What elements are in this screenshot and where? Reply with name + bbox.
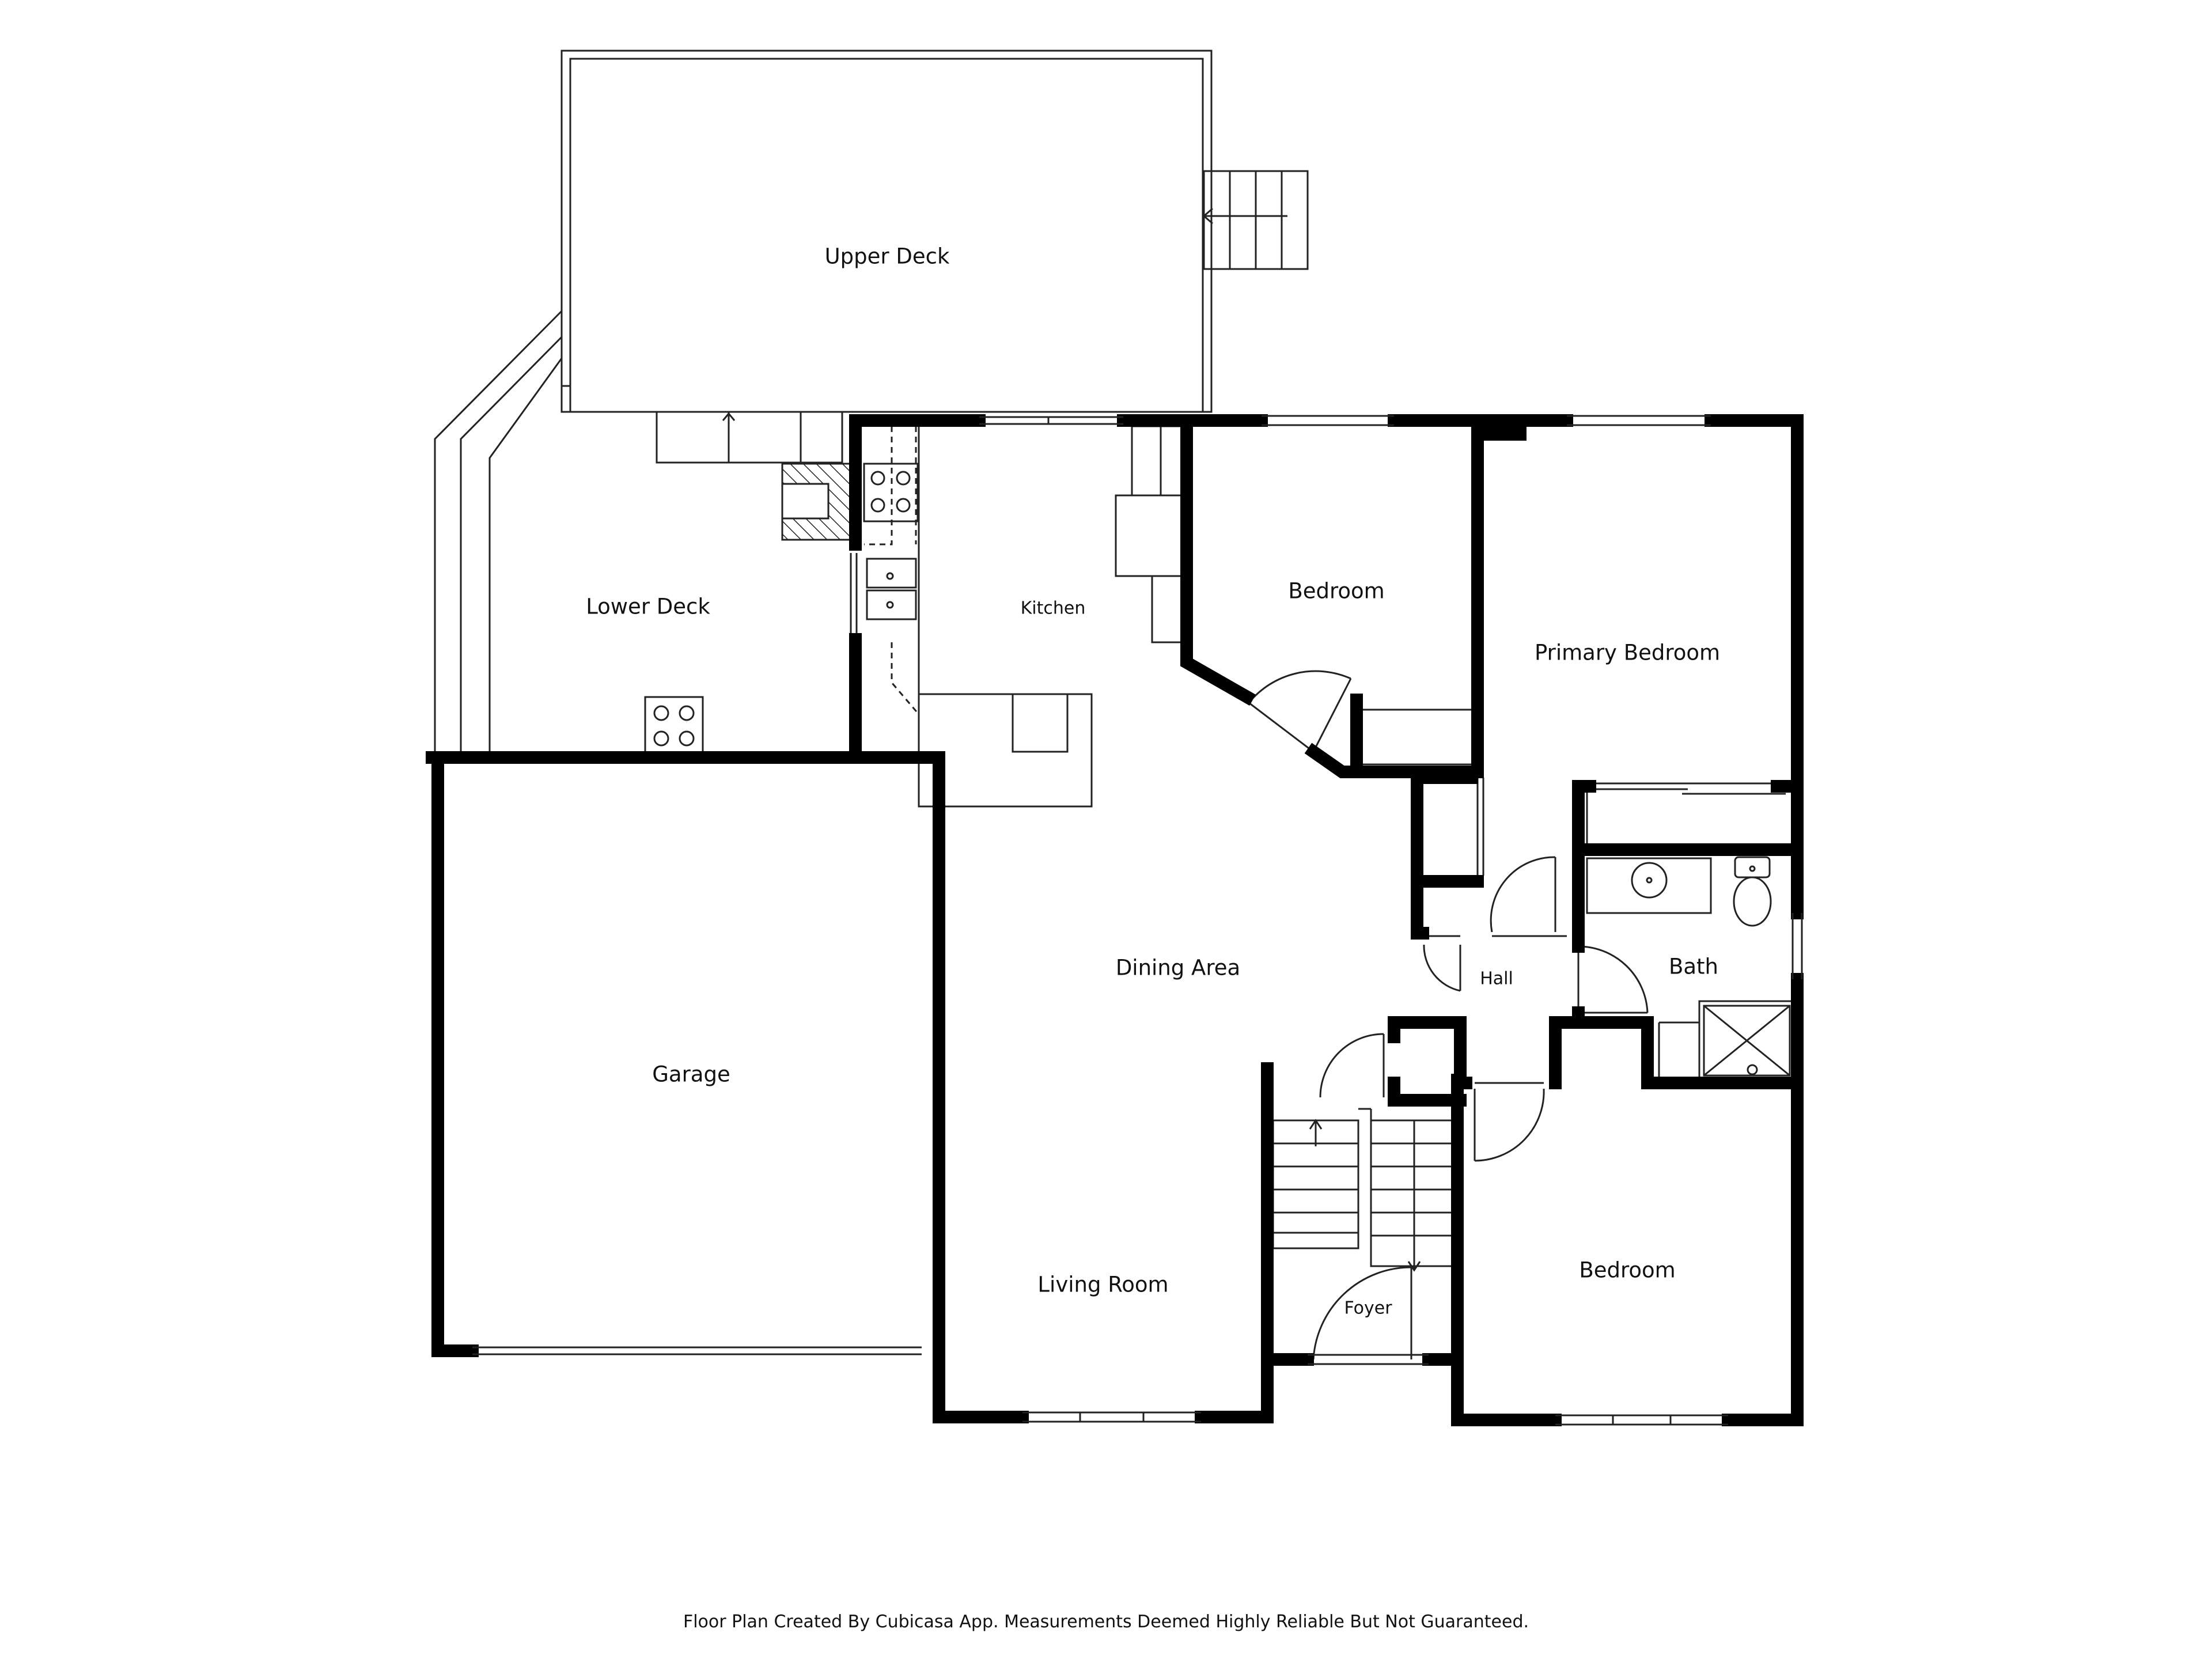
foyer-label: Foyer — [1344, 1298, 1392, 1319]
shower-icon — [1698, 1000, 1796, 1081]
stove-icon — [863, 463, 919, 522]
stair-arrow-icon — [1202, 207, 1287, 225]
bath-label: Bath — [1669, 955, 1718, 979]
sink-icon — [1586, 857, 1712, 914]
footer-disclaimer: Floor Plan Created By Cubicasa App. Meas… — [683, 1612, 1529, 1632]
stair-arrow-icon — [1407, 1256, 1421, 1272]
living-room-label: Living Room — [1037, 1272, 1168, 1297]
doors — [1248, 670, 1798, 1360]
sink-icon — [866, 558, 917, 620]
lower-deck-label: Lower Deck — [586, 594, 710, 619]
toilet-icon — [1733, 856, 1772, 927]
stair-arrow-icon — [1309, 1119, 1323, 1146]
stove-icon — [644, 696, 704, 756]
hall-label: Hall — [1480, 969, 1513, 989]
bedroom-top-label: Bedroom — [1288, 579, 1384, 604]
bedroom-bottom-label: Bedroom — [1579, 1258, 1675, 1283]
bath-vanity-lines — [1658, 1021, 1699, 1086]
wall-corner — [1478, 418, 1527, 441]
deck-steps — [656, 411, 843, 464]
garage-label: Garage — [652, 1062, 730, 1087]
foyer-stairs — [1263, 1108, 1463, 1273]
kitchen-label: Kitchen — [1021, 599, 1086, 619]
upper-deck-label: Upper Deck — [825, 244, 950, 269]
windows — [472, 415, 1803, 1426]
upper-deck — [560, 50, 1213, 413]
lower-deck-railing — [434, 310, 563, 755]
dining-area-label: Dining Area — [1116, 956, 1240, 980]
grill — [781, 463, 853, 541]
walls — [426, 414, 1804, 1426]
deck-stairs — [1203, 170, 1309, 270]
stair-arrow-icon — [722, 412, 736, 426]
primary-bedroom-label: Primary Bedroom — [1535, 641, 1720, 665]
